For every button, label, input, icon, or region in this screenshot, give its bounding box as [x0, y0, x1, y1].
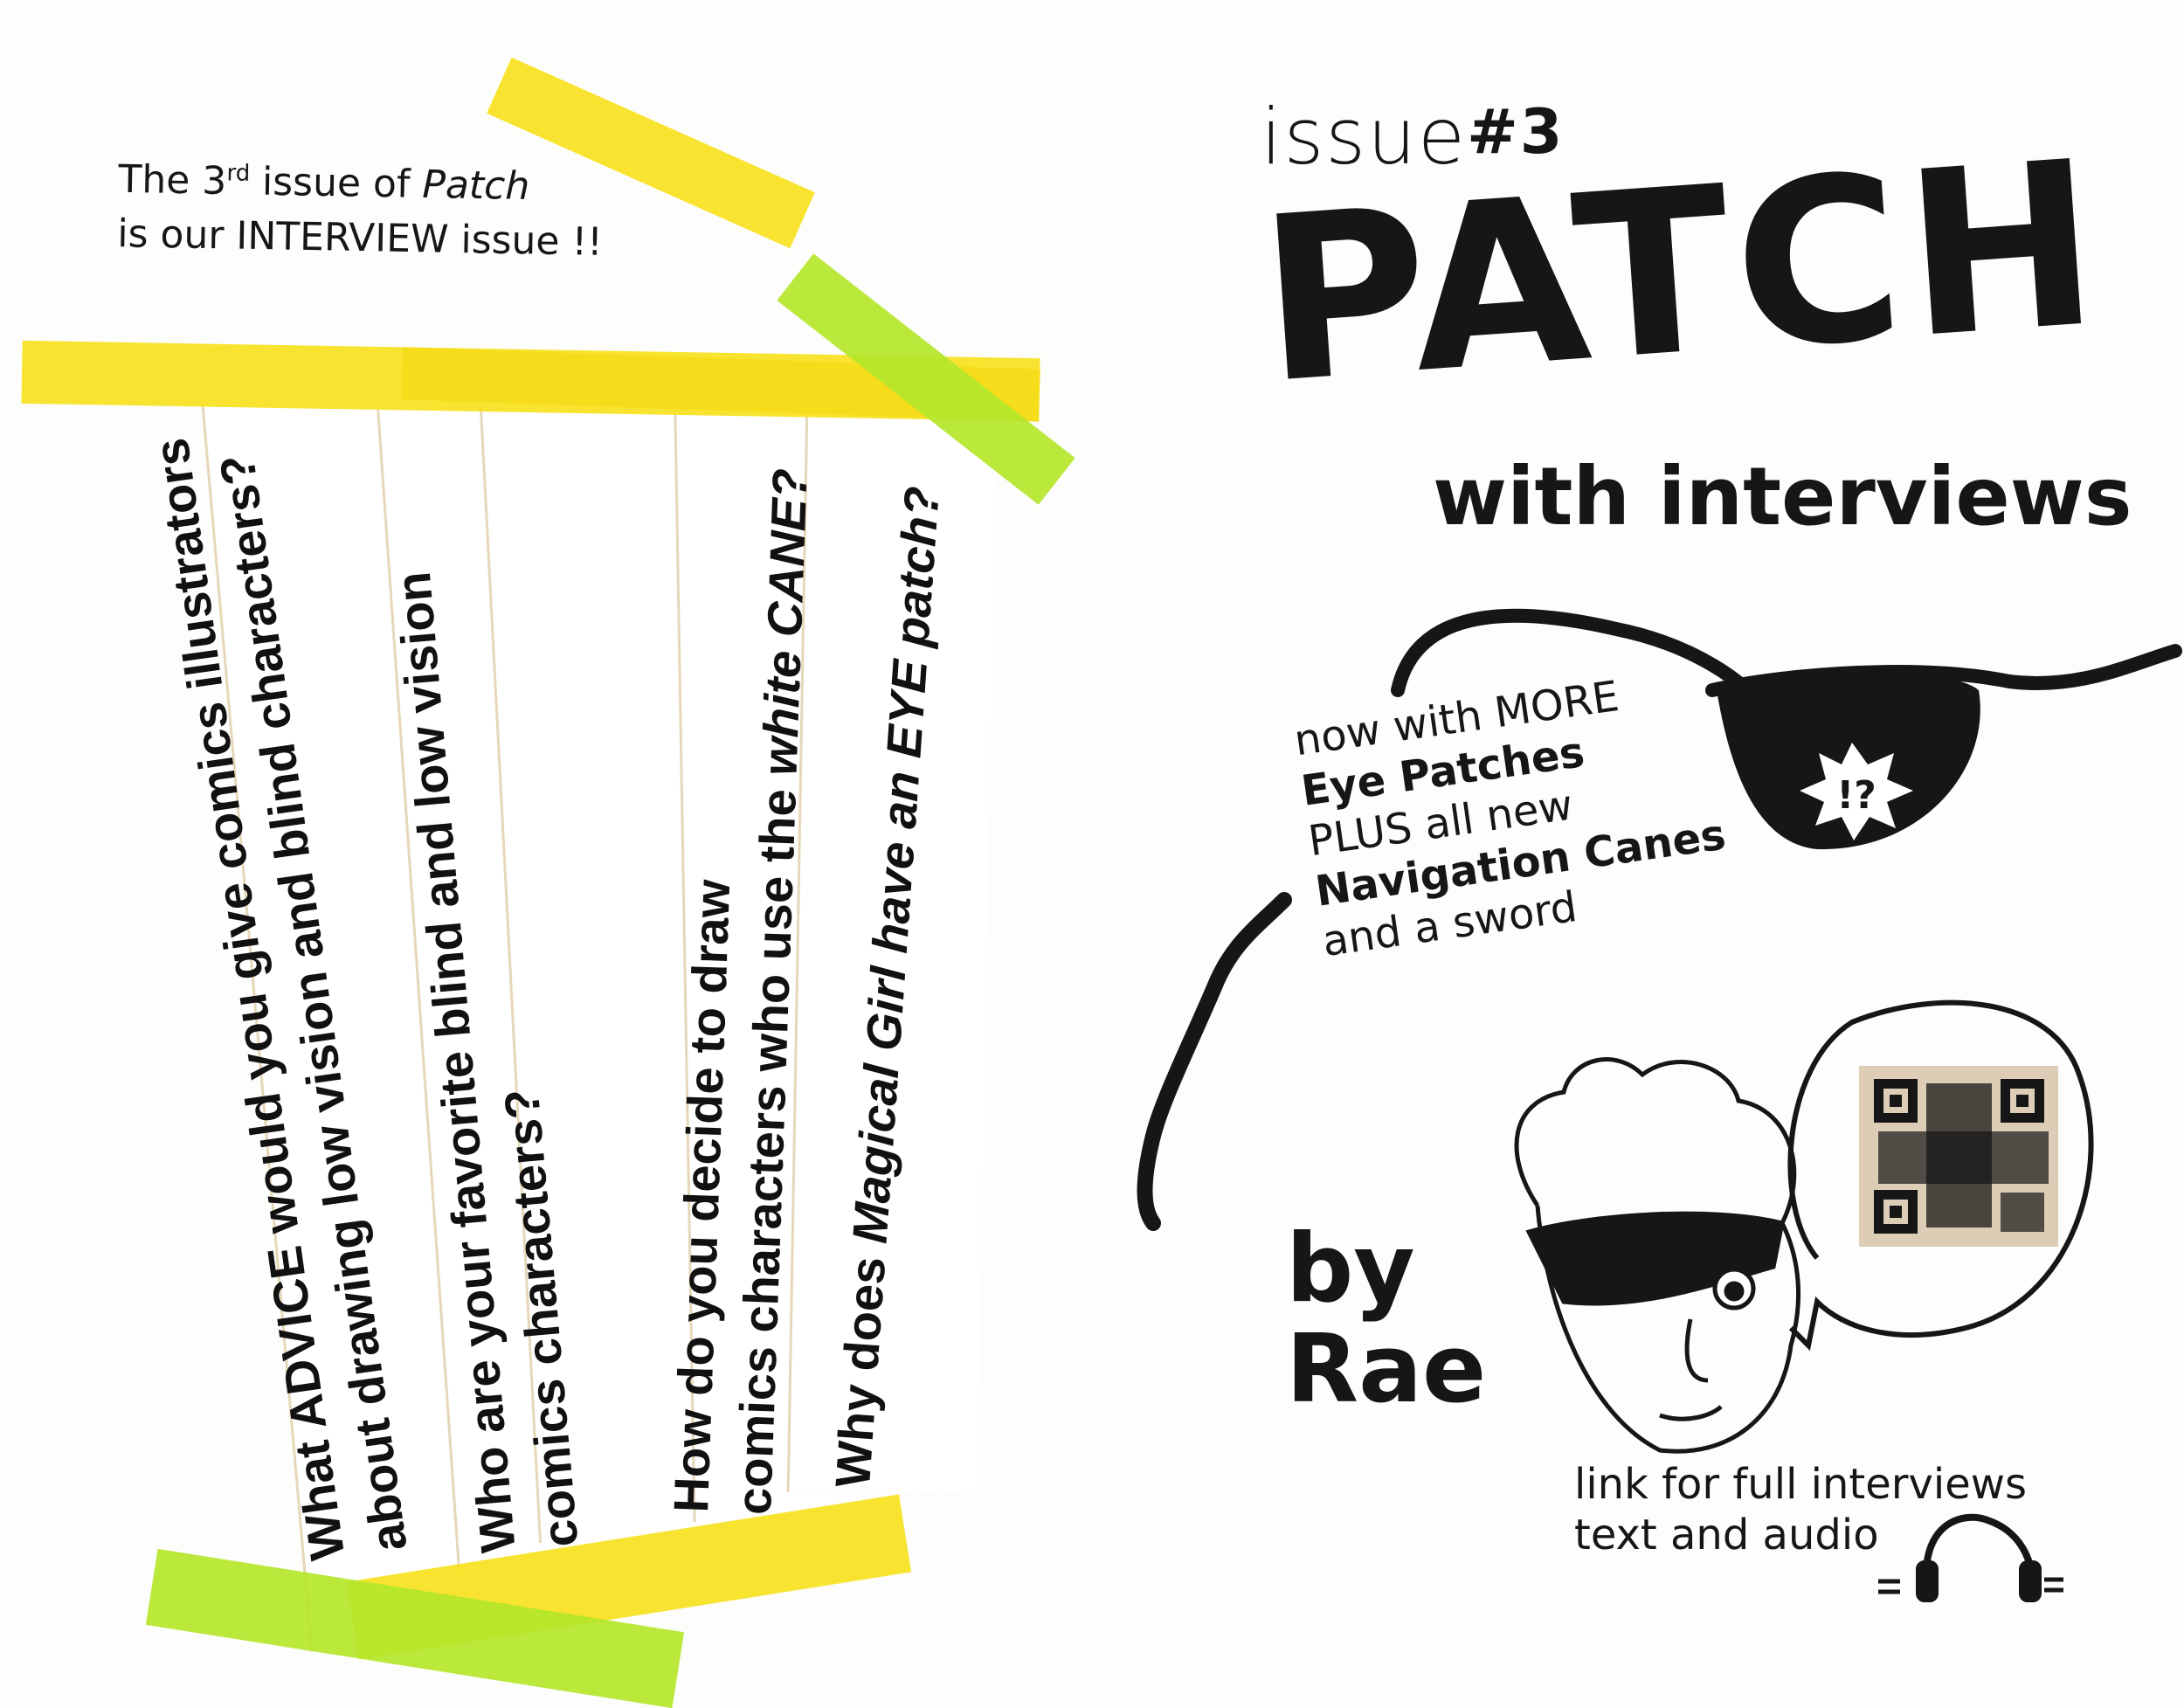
face-drawing [1514, 1057, 1801, 1454]
patch-mark: !? [1836, 773, 1876, 818]
byline-by: by [1286, 1214, 1415, 1324]
eye-patch-icon: !? [1391, 608, 2182, 850]
cane-stroke [1137, 892, 1292, 1231]
link-caption-line: link for full interviews [1574, 1460, 2028, 1509]
issue-label: issue#3 [1261, 92, 1564, 182]
link-caption-line: text and audio [1574, 1511, 1879, 1559]
interview-link-caption: link for full interviews text and audio [1574, 1459, 2027, 1560]
qr-code-icon [1859, 1066, 2058, 1247]
cover-subtitle: with interviews [1433, 450, 2132, 543]
byline: by Rae [1286, 1219, 1486, 1420]
issue-number: #3 [1467, 96, 1565, 168]
author-name: Rae [1286, 1315, 1487, 1424]
speech-bubble [1787, 999, 2094, 1352]
headphones-icon [1878, 1513, 2063, 1602]
issue-word: issue [1261, 92, 1468, 182]
